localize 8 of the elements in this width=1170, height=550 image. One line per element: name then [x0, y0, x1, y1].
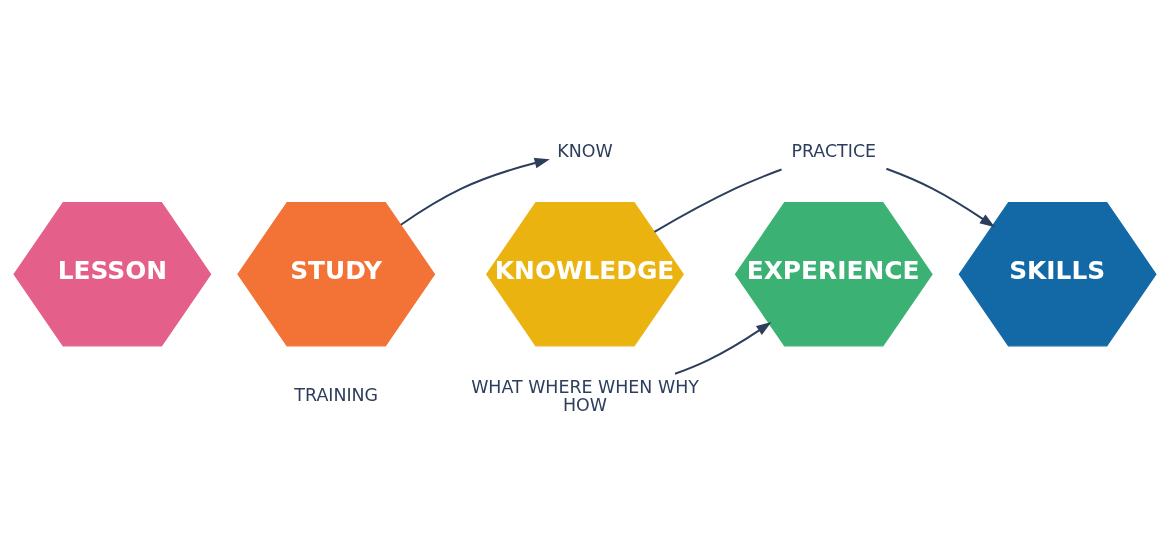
node-text: WHAT WHERE WHEN WHY HOW — [471, 376, 699, 415]
arrow — [674, 321, 772, 375]
arrow — [399, 157, 550, 226]
arrow — [885, 167, 995, 227]
node-label: TRAINING — [294, 384, 379, 405]
connector — [653, 168, 783, 233]
node-text: PRACTICE — [791, 140, 877, 161]
node-text: KNOW — [557, 140, 613, 161]
